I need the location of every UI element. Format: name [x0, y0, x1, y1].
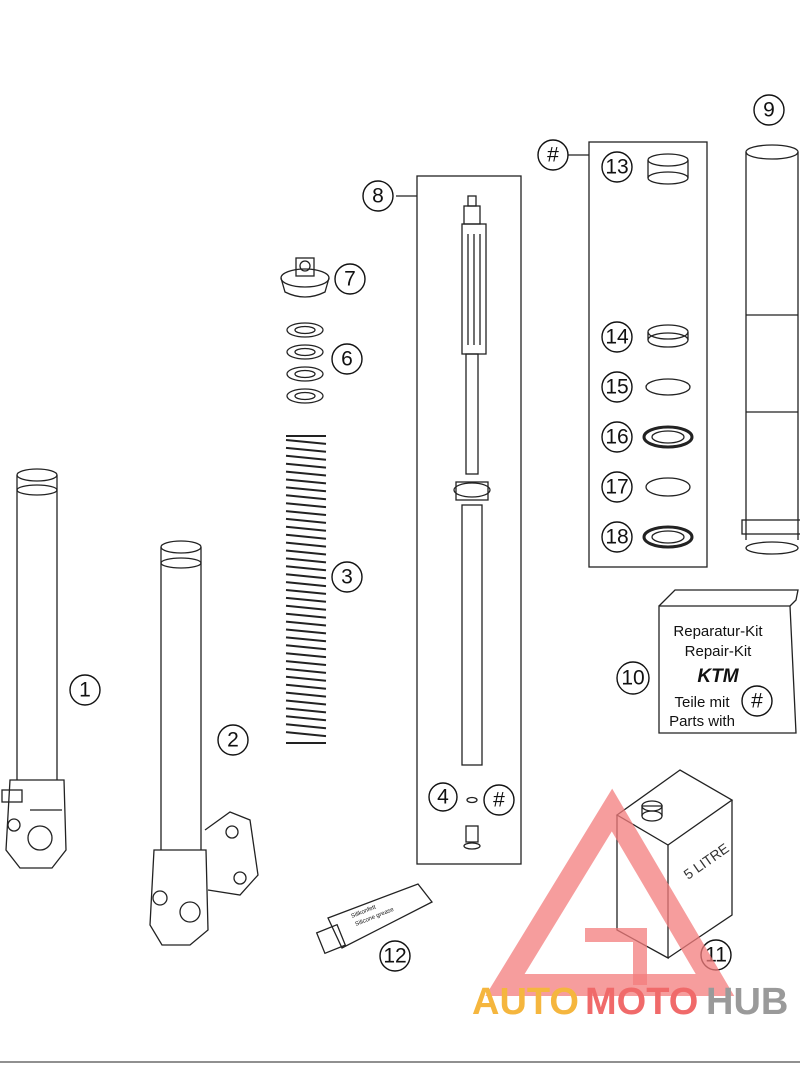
shim-washers — [286, 322, 324, 404]
watermark-moto: MOTO — [585, 981, 698, 1023]
screw-cap — [280, 257, 330, 298]
callout-7: 7 — [344, 268, 356, 291]
repair-kit-box — [658, 605, 797, 734]
kit-line-2: Repair-Kit — [685, 643, 753, 660]
watermark-hub: HUB — [706, 981, 788, 1023]
kit-line-3: Teile mit — [674, 694, 730, 711]
callout-13: 13 — [605, 156, 628, 179]
callout-10: 10 — [621, 667, 644, 690]
bushings — [642, 153, 694, 549]
callout-16: 16 — [605, 426, 628, 449]
grease-tube — [315, 883, 433, 955]
cartridge-frame — [416, 175, 522, 865]
callout-14: 14 — [605, 326, 629, 349]
callout-17: 17 — [605, 476, 628, 499]
callout-1: 1 — [79, 679, 91, 702]
callout-hash-kit: # — [547, 144, 559, 167]
callout-6: 6 — [341, 348, 353, 371]
callout-hash-4: # — [493, 789, 505, 812]
callout-12: 12 — [383, 945, 406, 968]
callout-2: 2 — [227, 729, 239, 752]
kit-line-1: Reparatur-Kit — [673, 623, 763, 640]
inner-tube — [741, 144, 800, 555]
callout-18: 18 — [605, 526, 628, 549]
bushing-kit-frame — [588, 141, 708, 568]
callout-hash-box: # — [751, 690, 763, 713]
callout-15: 15 — [605, 376, 628, 399]
ktm-logo: KTM — [697, 666, 739, 687]
outer-tube-left — [1, 468, 67, 869]
callout-9: 9 — [763, 99, 775, 122]
outer-tube-right — [149, 540, 259, 946]
callout-8: 8 — [372, 185, 384, 208]
cartridge — [453, 195, 491, 850]
callout-4: 4 — [437, 786, 449, 809]
kit-line-4: Parts with — [669, 713, 735, 730]
watermark-auto: AUTO — [472, 981, 579, 1023]
oil-can-label: 5 LITRE — [681, 840, 732, 883]
fork-spring — [285, 435, 327, 744]
callout-3: 3 — [341, 566, 353, 589]
automotohub-logo: AUTO MOTO HUB — [472, 788, 788, 1023]
